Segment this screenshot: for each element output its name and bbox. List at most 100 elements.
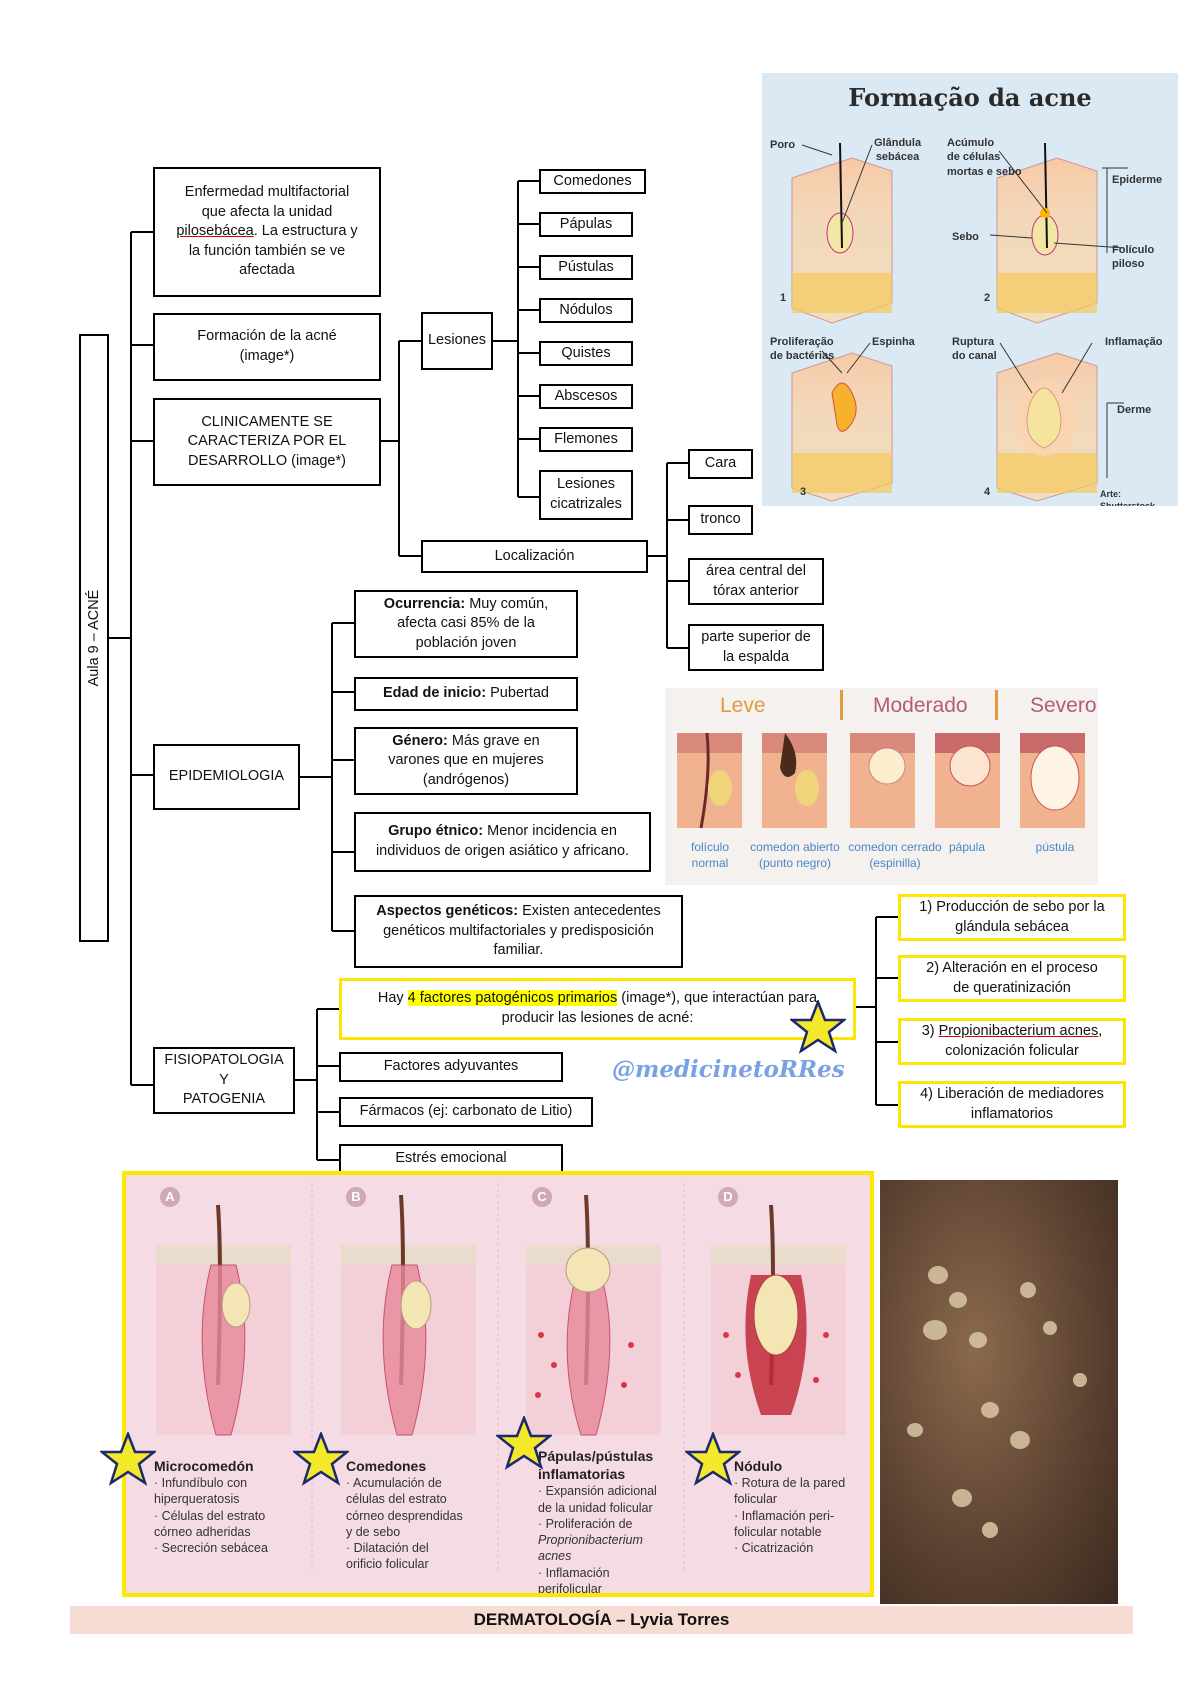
factor-text: inflamatorios <box>970 1105 1054 1122</box>
location-item: parte superior de la espalda <box>688 624 824 671</box>
severity-label: Leve <box>720 694 766 717</box>
stage-letter: A <box>160 1187 180 1207</box>
formation-box: Formación de la acné(image*) <box>153 313 381 381</box>
severity-caption: pápula <box>948 840 986 854</box>
root-topic-label: Aula 9 – ACNÉ <box>86 589 102 687</box>
location-item-label: la espalda <box>722 648 790 665</box>
location-item-label: tronco <box>700 511 741 528</box>
factor-text: 3) <box>921 1022 939 1039</box>
figure-number: 1 <box>780 292 787 304</box>
severity-label: Moderado <box>873 694 968 717</box>
severity-illustrations <box>677 732 1085 829</box>
factor-3-box: 3) Propionibacterium acnes, colonización … <box>898 1018 1126 1065</box>
severity-divider <box>840 690 843 720</box>
factor-text: , <box>1098 1022 1103 1039</box>
lesion-item-label: Lesiones <box>556 476 616 493</box>
epidemiology-item: Edad de inicio: Pubertad <box>354 677 578 711</box>
lesion-item: Pústulas <box>539 255 633 280</box>
definition-text: la función también se ve <box>188 242 346 259</box>
definition-term: pilosebácea <box>176 223 254 240</box>
epidemiology-item: Ocurrencia: Muy común, afecta casi 85% de… <box>354 590 578 658</box>
footer-title: DERMATOLOGÍA – Lyvia Torres <box>70 1606 1133 1634</box>
figure-number: 3 <box>800 486 807 498</box>
stage-letter: B <box>346 1187 366 1207</box>
stage-letter: C <box>532 1187 552 1207</box>
figure-label: Inflamação <box>1105 336 1163 348</box>
stages-illustration <box>156 1183 846 1570</box>
clinical-text: CLINICAMENTE SE <box>201 413 333 430</box>
item-key: Género: <box>392 732 448 749</box>
lesions-photo-illustration <box>907 1266 1087 1538</box>
item-key: Edad de inicio: <box>382 685 487 702</box>
lesion-item-label: Flemones <box>554 430 618 447</box>
lesion-item: Abscesos <box>539 384 633 409</box>
formation-text: Formación de la acné <box>197 328 337 345</box>
item-value: Muy común, <box>465 595 549 612</box>
figure-label: Poro <box>770 139 796 151</box>
figure-label: Epiderme <box>1112 174 1163 186</box>
root-topic-box: Aula 9 – ACNÉ <box>79 334 109 942</box>
item-key: Aspectos genéticos: <box>376 903 519 920</box>
factor-text: 2) Alteración en el proceso <box>926 959 1098 976</box>
definition-text: Enfermedad multifactorial <box>184 184 350 201</box>
physiopathology-label: FISIOPATOLOGIA Y <box>164 1052 284 1088</box>
lesion-item-label: Nódulos <box>559 301 613 318</box>
factor-2-box: 2) Alteración en el proceso de queratiniz… <box>898 955 1126 1002</box>
adjuvant-factors-label: Factores adyuvantes <box>383 1058 519 1075</box>
item-value: afecta casi 85% de la <box>397 615 535 632</box>
figure-label: Sebo <box>952 231 979 243</box>
author-handle: @medicinetoRRes <box>612 1056 845 1083</box>
item-key: Ocurrencia: <box>383 595 466 612</box>
item-value: Más grave en <box>447 732 540 749</box>
factor-term: Propionibacterium acnes <box>938 1022 1099 1039</box>
severity-label: Severo <box>1030 694 1097 717</box>
factors-text: producir las lesiones de acné: <box>501 1010 694 1026</box>
primary-factors-box: Hay 4 factores patogénicos primarios (im… <box>339 978 856 1040</box>
acne-formation-figure: Formação da acne <box>762 73 1178 506</box>
item-value: individuos de origen asiático y africano… <box>375 843 630 859</box>
epidemiology-box: EPIDEMIOLOGIA <box>153 744 300 810</box>
item-value: (andrógenos) <box>422 771 510 788</box>
factors-highlight: 4 factores patogénicos primarios <box>407 990 618 1007</box>
factors-text: (image*), que interactúan para <box>617 990 818 1007</box>
item-key: Grupo étnico: <box>388 823 484 840</box>
item-value: genéticos multifactoriales y predisposic… <box>383 922 654 939</box>
location-item-label: parte superior de <box>701 628 811 645</box>
star-icon <box>685 1432 741 1486</box>
drugs-label: Fármacos (ej: carbonato de Litio) <box>359 1103 573 1120</box>
lesion-item-label: Pústulas <box>558 258 614 275</box>
lesion-item: Comedones <box>539 169 646 194</box>
location-item-label: tórax anterior <box>713 582 799 599</box>
item-value: Existen antecedentes <box>518 903 661 920</box>
location-item: área central del tórax anterior <box>688 558 824 605</box>
star-icon <box>293 1432 349 1486</box>
stage-letter: D <box>718 1187 738 1207</box>
severity-caption: comedon cerrado(espinilla) <box>848 840 942 870</box>
factors-text: Hay <box>377 990 408 1007</box>
star-icon <box>496 1416 552 1470</box>
item-value: población joven <box>415 634 517 651</box>
drugs-box: Fármacos (ej: carbonato de Litio) <box>339 1097 593 1127</box>
definition-text: que afecta la unidad <box>201 203 333 220</box>
factor-text: de queratinización <box>953 979 1071 996</box>
factor-text: colonización folicular <box>945 1042 1079 1059</box>
clinical-text: DESARROLLO (image*) <box>188 452 346 469</box>
star-icon <box>790 1000 846 1054</box>
figure-credit: Arte: Shutterstock <box>1100 489 1156 506</box>
lesion-item: Flemones <box>539 427 633 452</box>
lesion-item: Pápulas <box>539 212 633 237</box>
location-item: Cara <box>688 449 753 479</box>
location-item-label: área central del <box>706 562 806 579</box>
